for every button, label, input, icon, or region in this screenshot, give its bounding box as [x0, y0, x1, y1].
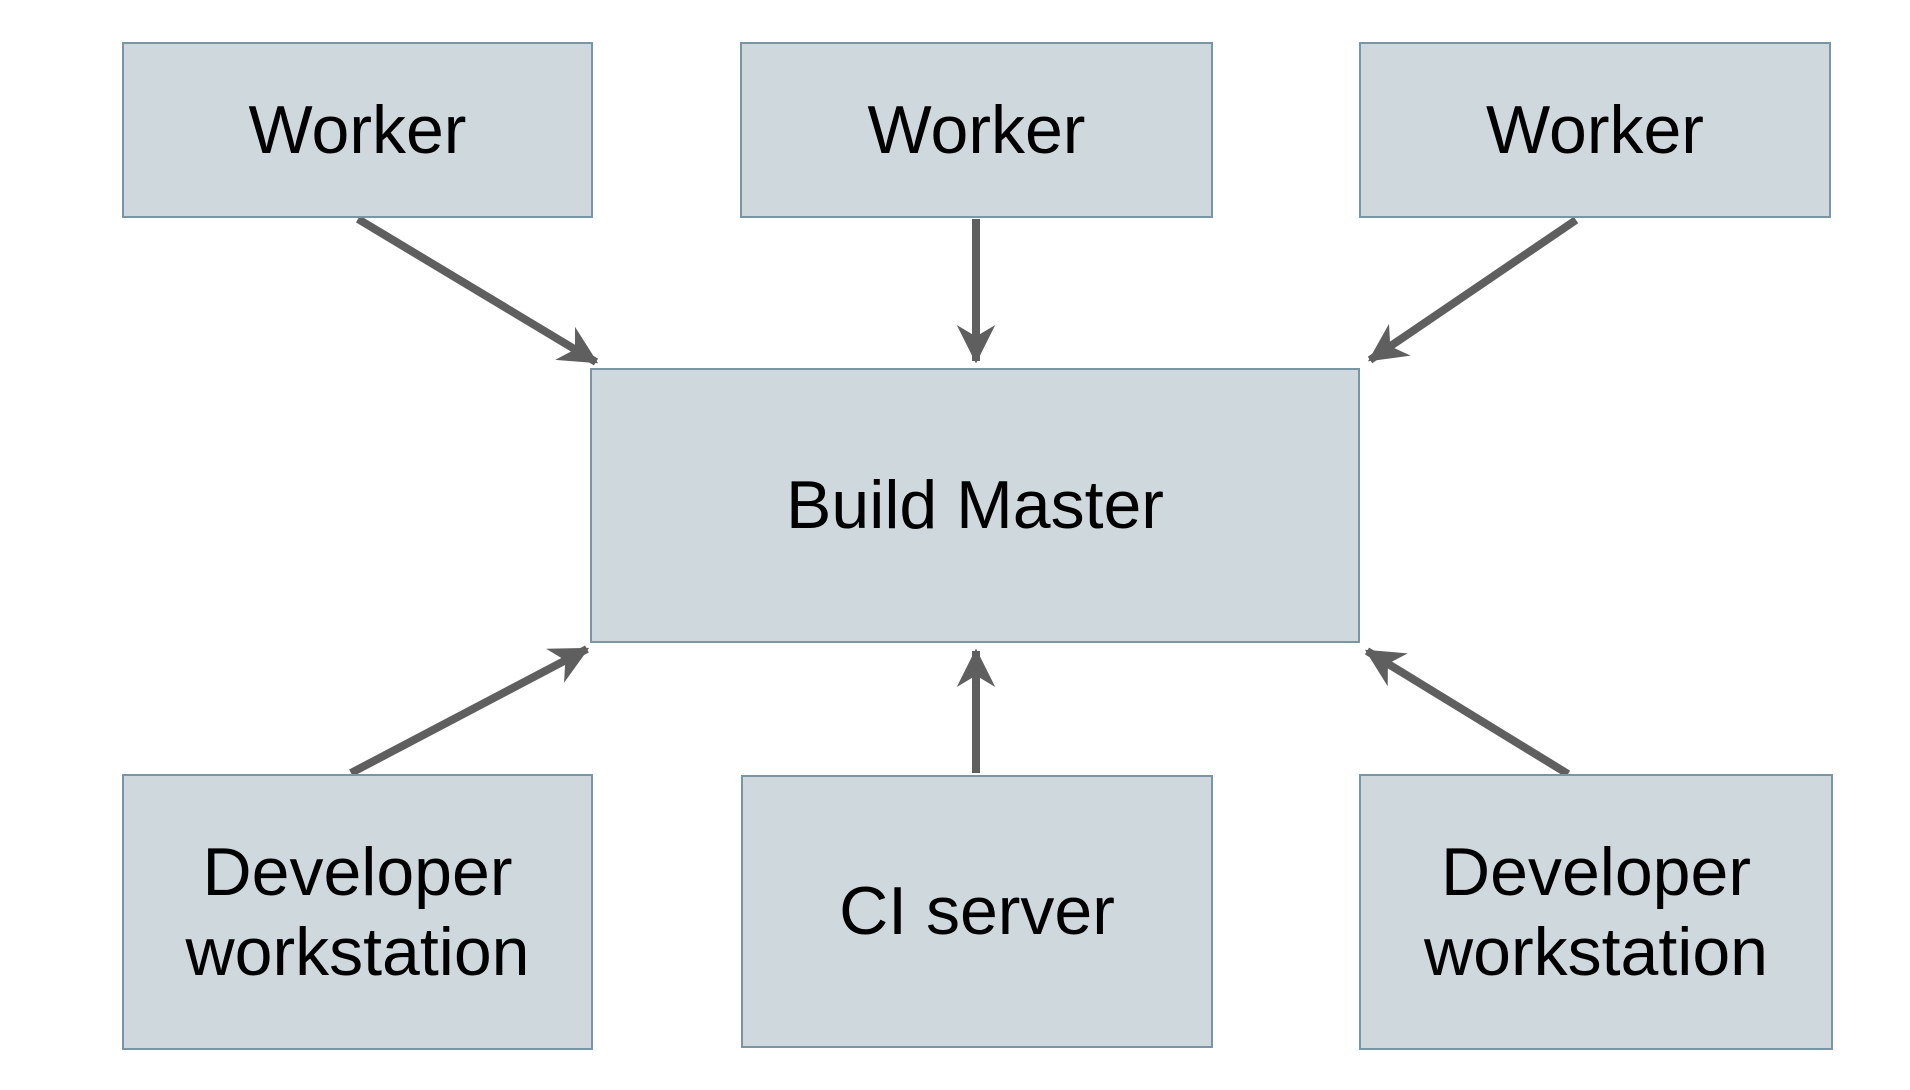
node-worker-1: Worker	[122, 42, 593, 218]
node-label: Build Master	[786, 467, 1164, 544]
node-build-master: Build Master	[590, 368, 1360, 643]
node-label: Developer workstation	[185, 833, 530, 990]
node-label: Worker	[867, 91, 1086, 168]
arrow-worker-3-to-build-master	[1367, 216, 1579, 364]
arrow-developer-workstation-right-to-build-master	[1364, 647, 1571, 778]
node-label: Developer workstation	[1424, 833, 1768, 990]
node-label: Worker	[248, 91, 467, 168]
node-developer-workstation-right: Developer workstation	[1359, 774, 1833, 1050]
node-developer-workstation-left: Developer workstation	[122, 774, 593, 1050]
arrow-worker-1-to-build-master	[355, 215, 599, 366]
node-worker-3: Worker	[1359, 42, 1831, 218]
node-worker-2: Worker	[740, 42, 1213, 218]
node-label: CI server	[839, 873, 1115, 950]
node-ci-server: CI server	[741, 775, 1213, 1048]
arrow-developer-workstation-left-to-build-master	[349, 645, 590, 777]
node-label: Worker	[1486, 91, 1704, 168]
